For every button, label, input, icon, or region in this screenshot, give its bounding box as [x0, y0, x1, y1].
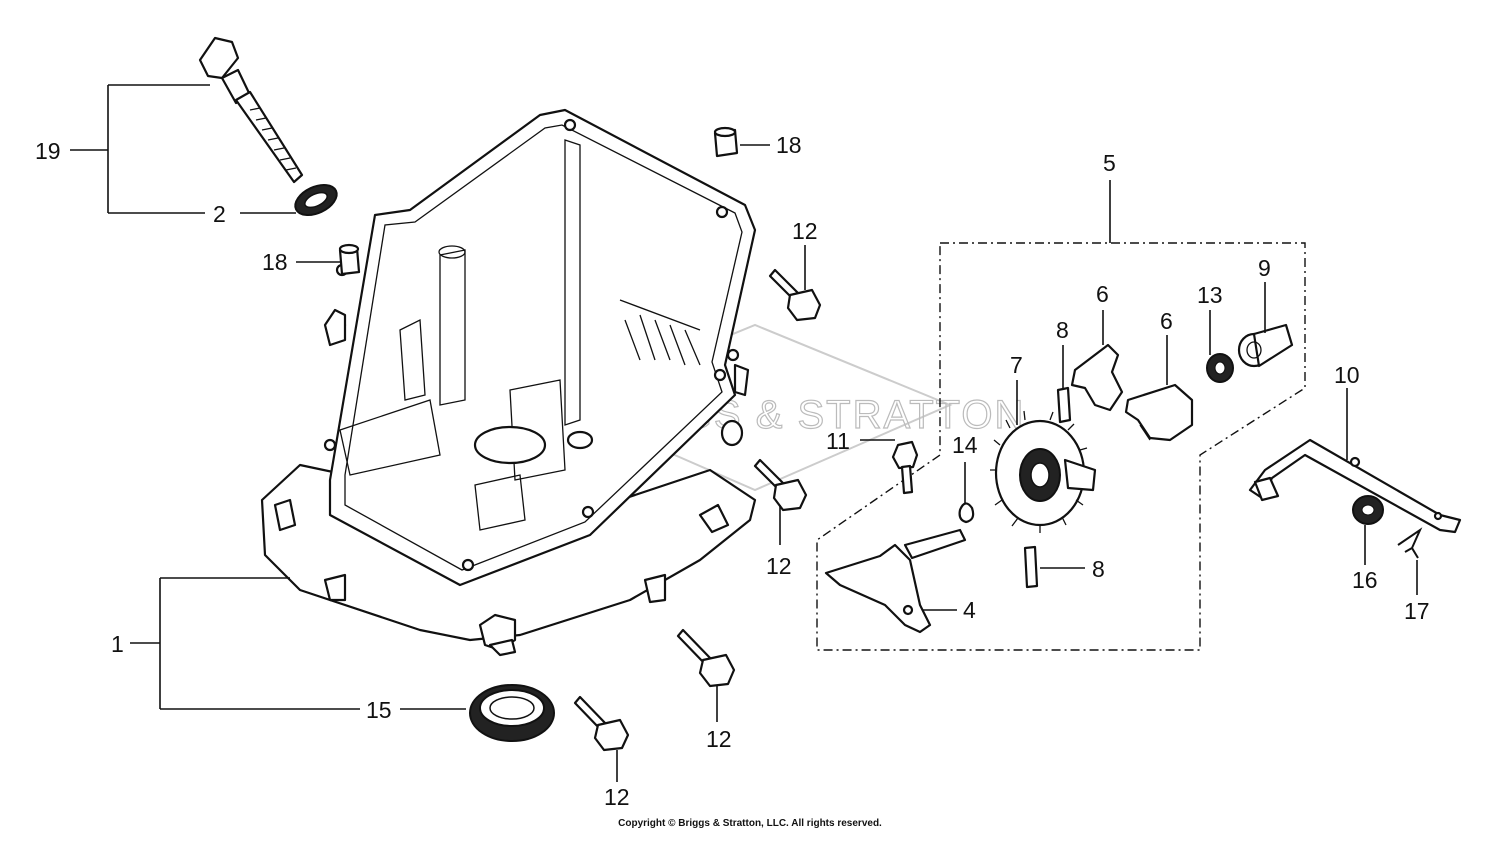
callout-13[interactable]: 13 — [1197, 282, 1223, 308]
callout-17[interactable]: 17 — [1404, 598, 1430, 624]
governor-shaft-9[interactable] — [1237, 323, 1294, 368]
dipstick[interactable] — [198, 36, 304, 184]
callout-15[interactable]: 15 — [366, 697, 392, 723]
governor-weight-6b[interactable] — [1124, 383, 1194, 442]
leader-lines — [70, 84, 1418, 782]
governor-gear[interactable] — [990, 410, 1097, 533]
governor-arm-4[interactable] — [824, 528, 967, 634]
callout-8-upper[interactable]: 8 — [1056, 317, 1069, 343]
dowel-pin-left[interactable] — [338, 243, 361, 276]
callout-14[interactable]: 14 — [952, 432, 978, 458]
callout-6-b[interactable]: 6 — [1160, 308, 1173, 334]
callout-12-c[interactable]: 12 — [706, 726, 732, 752]
washer-2[interactable] — [291, 179, 342, 221]
callout-12-a[interactable]: 12 — [792, 218, 818, 244]
callout-16[interactable]: 16 — [1352, 567, 1378, 593]
pin-8-lower[interactable] — [1023, 545, 1039, 589]
washer-13[interactable] — [1206, 353, 1234, 383]
callout-18-left[interactable]: 18 — [262, 249, 288, 275]
clip-14[interactable] — [958, 502, 975, 524]
callout-4[interactable]: 4 — [963, 597, 976, 623]
bolt-12-c[interactable] — [676, 628, 736, 688]
bolt-12-d[interactable] — [573, 695, 630, 752]
bolt-11[interactable] — [891, 440, 919, 495]
crankcase-cover[interactable] — [260, 108, 757, 657]
callout-7[interactable]: 7 — [1010, 352, 1023, 378]
governor-weight-6a[interactable] — [1070, 343, 1124, 412]
callout-5[interactable]: 5 — [1103, 150, 1116, 176]
copyright-notice: Copyright © Briggs & Stratton, LLC. All … — [618, 818, 882, 829]
callout-1[interactable]: 1 — [111, 631, 124, 657]
bolt-12-a[interactable] — [768, 268, 822, 322]
nut-16[interactable] — [1352, 495, 1384, 525]
assembly-5-boundary — [816, 242, 1306, 651]
callout-9[interactable]: 9 — [1258, 255, 1271, 281]
oil-seal[interactable] — [469, 684, 555, 742]
callout-6-a[interactable]: 6 — [1096, 281, 1109, 307]
callout-19[interactable]: 19 — [35, 138, 61, 164]
callout-labels: 19 2 18 18 12 12 12 12 1 15 5 11 14 7 8 … — [35, 132, 1430, 810]
pin-17[interactable] — [1397, 527, 1423, 559]
bolt-12-b[interactable] — [753, 458, 808, 512]
callout-10[interactable]: 10 — [1334, 362, 1360, 388]
callout-18-top[interactable]: 18 — [776, 132, 802, 158]
callout-2[interactable]: 2 — [213, 201, 226, 227]
callout-11[interactable]: 11 — [826, 428, 850, 454]
callout-8-lower[interactable]: 8 — [1092, 556, 1105, 582]
callout-12-b[interactable]: 12 — [766, 553, 792, 579]
governor-lever-10[interactable] — [1248, 438, 1462, 534]
pin-8-upper[interactable] — [1056, 386, 1072, 424]
callout-12-d[interactable]: 12 — [604, 784, 630, 810]
dowel-pin-top[interactable] — [713, 126, 739, 158]
